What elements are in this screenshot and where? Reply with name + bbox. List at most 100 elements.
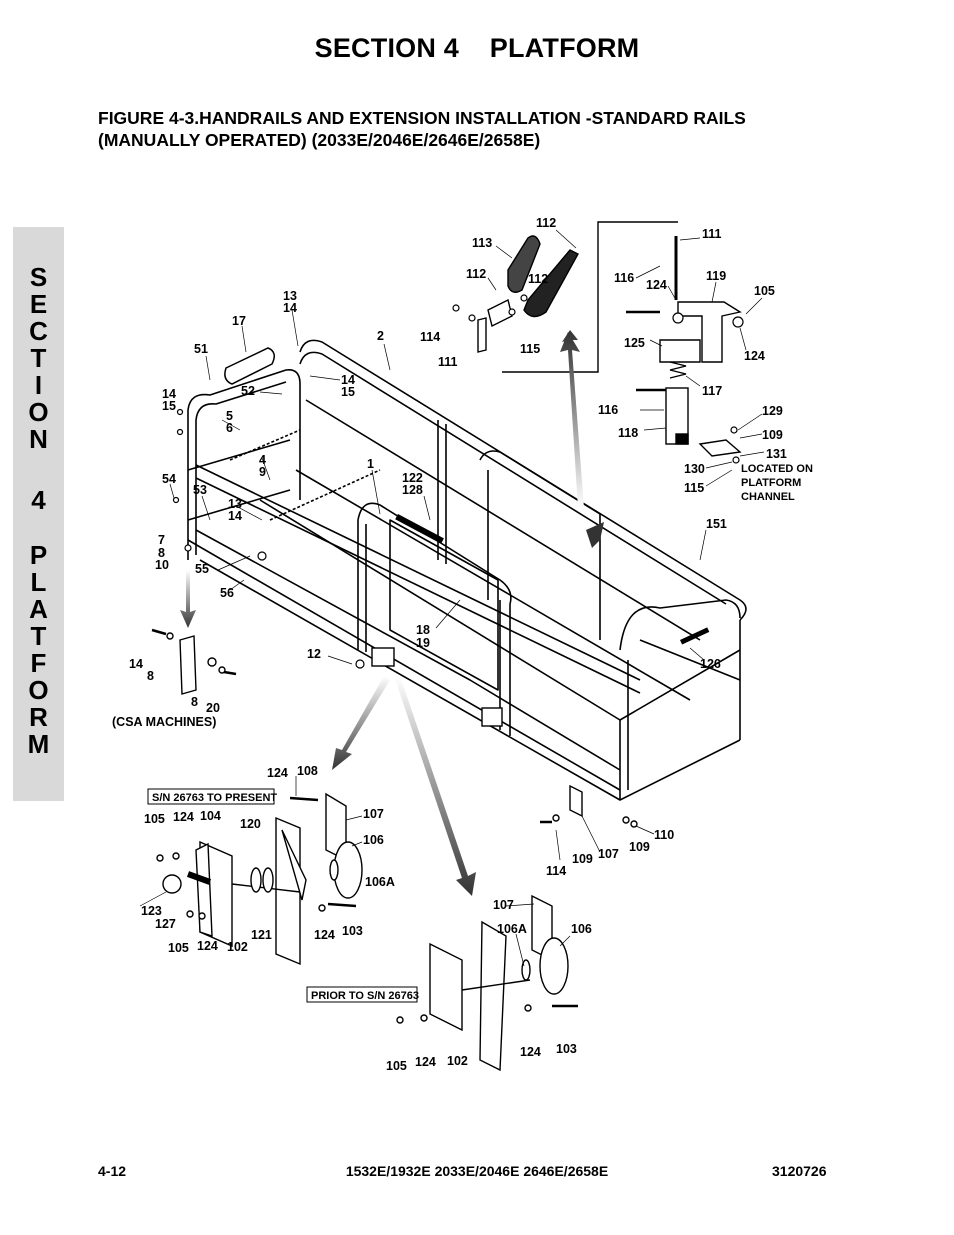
side-tab-letter: O: [28, 397, 49, 427]
section-side-tab: S E C T I O N 4 P L A T F O R M: [13, 227, 64, 801]
callout: 6: [226, 421, 233, 435]
figure-title-line-2: (MANUALLY OPERATED) (2033E/2046E/2646E/2…: [98, 130, 541, 150]
callout: 112: [536, 216, 556, 230]
side-tab-letter: R: [29, 702, 48, 732]
callout: 112: [528, 272, 548, 286]
callout: 122: [402, 471, 423, 485]
sn-present-box: [147, 788, 275, 805]
callout: 109: [572, 852, 593, 866]
callout: 113: [472, 236, 492, 250]
callout: 106: [363, 833, 384, 847]
callout: 103: [556, 1042, 577, 1056]
callout: 10: [155, 558, 169, 572]
callout: 124: [173, 810, 194, 824]
callout: 125: [624, 336, 645, 350]
section-title: SECTION 4 PLATFORM: [314, 33, 640, 63]
sn-present-note: S/N 26763 TO PRESENT: [152, 792, 277, 804]
wheel-assembly-prior: [396, 894, 578, 1072]
callout: 128: [402, 483, 423, 497]
callout: 116: [598, 403, 618, 417]
callout: 112: [466, 267, 486, 281]
location-note: CHANNEL: [741, 491, 795, 503]
side-tab-letter: I: [34, 370, 43, 400]
callout: 117: [702, 384, 722, 398]
callout: 124: [744, 349, 765, 363]
latch-detail: [477, 221, 742, 457]
callout: 102: [447, 1054, 468, 1068]
callout: 114: [420, 330, 440, 344]
decal-126: [680, 627, 710, 645]
side-tab-letter: N: [29, 424, 48, 454]
callout: 120: [240, 817, 261, 831]
callout: 8: [158, 546, 165, 560]
callout: 14: [129, 657, 143, 671]
callout: 115: [520, 342, 540, 356]
direction-arrows: [180, 330, 584, 896]
callout: 51: [194, 342, 208, 356]
callout: 54: [162, 472, 176, 486]
side-tab-letter: 4: [31, 485, 46, 515]
callout: 2: [377, 329, 384, 343]
side-tab-letter: T: [30, 343, 47, 373]
side-tab-letter: F: [30, 648, 47, 678]
callout: 55: [195, 562, 209, 576]
callout: 9: [259, 465, 266, 479]
sn-prior-box: [306, 986, 418, 1003]
hinge-block: [481, 707, 503, 727]
callout: 102: [227, 940, 248, 954]
arrow-up-to-latch: [560, 332, 584, 508]
figure-title: FIGURE 4-3.HANDRAILS AND EXTENSION INSTA…: [98, 107, 746, 151]
side-tab-letter: T: [30, 621, 47, 651]
location-note: PLATFORM: [741, 477, 801, 489]
callout: 124: [415, 1055, 436, 1069]
callout: 130: [684, 462, 705, 476]
page-number: 4-12: [98, 1163, 127, 1179]
callout: 13: [228, 497, 242, 511]
callout: 106A: [497, 922, 527, 936]
callout: 4: [259, 453, 266, 467]
side-tab-letter: L: [30, 567, 47, 597]
callout: 118: [618, 426, 638, 440]
arrow-to-wheel-prior: [394, 676, 476, 896]
callout: 111: [438, 355, 458, 369]
callout: 14: [228, 509, 242, 523]
callout: 12: [307, 647, 321, 661]
callout: 124: [646, 278, 667, 292]
hardware: [172, 294, 744, 669]
callout: 114: [546, 864, 566, 878]
callout: 131: [766, 447, 787, 461]
platform-rail-assembly: [187, 339, 747, 801]
location-note: LOCATED ON: [741, 463, 813, 475]
leader-lines: [139, 229, 765, 967]
callout: 107: [493, 898, 514, 912]
side-tab-letter: C: [29, 316, 48, 346]
callout: 7: [158, 533, 165, 547]
callout: 20: [206, 701, 220, 715]
callout: 111: [702, 227, 722, 241]
callout: 17: [232, 314, 246, 328]
callout: 15: [341, 385, 355, 399]
document-number: 3120726: [772, 1163, 827, 1179]
callout: 124: [520, 1045, 541, 1059]
callout: 124: [267, 766, 288, 780]
callout: 109: [629, 840, 650, 854]
callout: 56: [220, 586, 234, 600]
decal-122: [395, 514, 444, 544]
callout: 13: [283, 289, 297, 303]
callout: 105: [386, 1059, 407, 1073]
callout: 124: [197, 939, 218, 953]
callout: 123: [141, 904, 162, 918]
callout: 105: [754, 284, 775, 298]
callout: 8: [147, 669, 154, 683]
callout: 18: [416, 623, 430, 637]
latch-lever: [586, 522, 604, 548]
callout: 110: [654, 828, 674, 842]
callout: 127: [155, 917, 176, 931]
callout: 115: [684, 481, 704, 495]
wheel-assembly-present: [156, 792, 363, 966]
callout: 119: [706, 269, 726, 283]
callout: 151: [706, 517, 727, 531]
callout: 108: [297, 764, 318, 778]
side-tab-letter: P: [29, 540, 48, 570]
